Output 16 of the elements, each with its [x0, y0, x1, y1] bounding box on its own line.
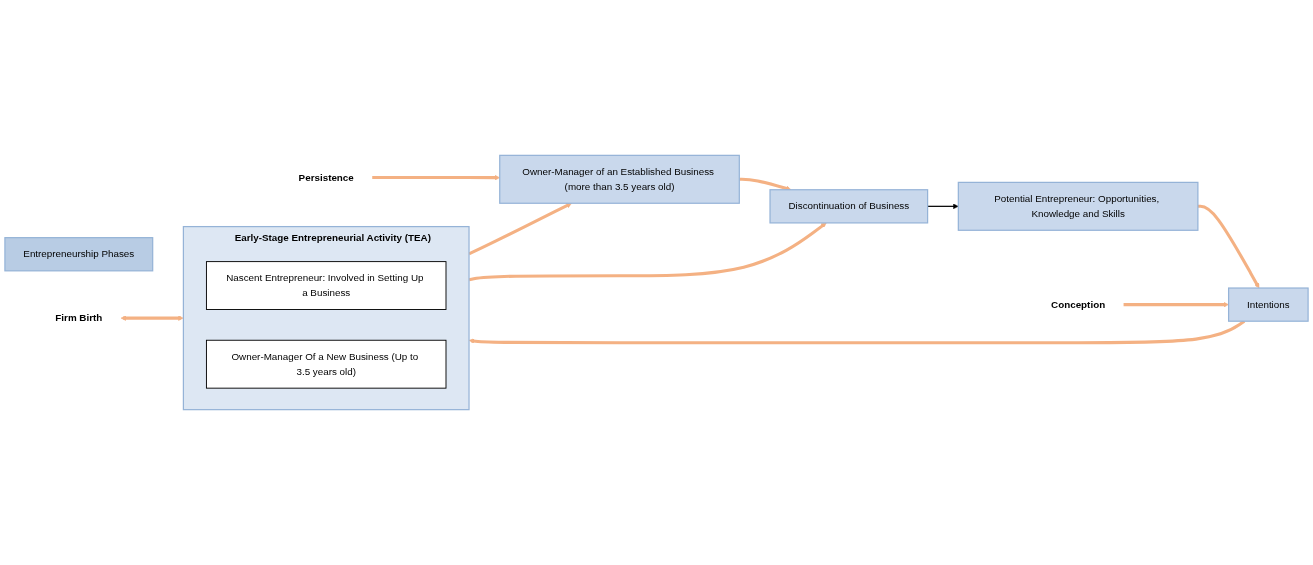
node-box: Discontinuation of Business: [769, 189, 929, 224]
node-box: Intentions: [1228, 287, 1309, 322]
node-box: Nascent Entrepreneur: Involved in Setting Up a Business: [205, 261, 447, 310]
node-text: Persistence: [298, 171, 354, 183]
node-text: Conception: [1051, 299, 1106, 310]
arrow: [1197, 204, 1260, 289]
arrow: [120, 315, 184, 321]
arrow: [1123, 301, 1229, 308]
node-box: Potential Entrepreneur: Opportunities, Knowledge and Skills: [957, 181, 1199, 231]
node-box: Entrepreneurship Phases: [4, 237, 154, 272]
arrow: [927, 203, 959, 210]
arrow: [372, 174, 500, 181]
node-text: Firm Birth: [55, 312, 103, 324]
arrow: [739, 177, 792, 191]
node-box: Owner-Manager Of a New Business (Up to 3.5 years old): [205, 339, 447, 389]
node-box: Owner-Manager of an Established Business (more than 3.5 years old): [499, 154, 740, 204]
